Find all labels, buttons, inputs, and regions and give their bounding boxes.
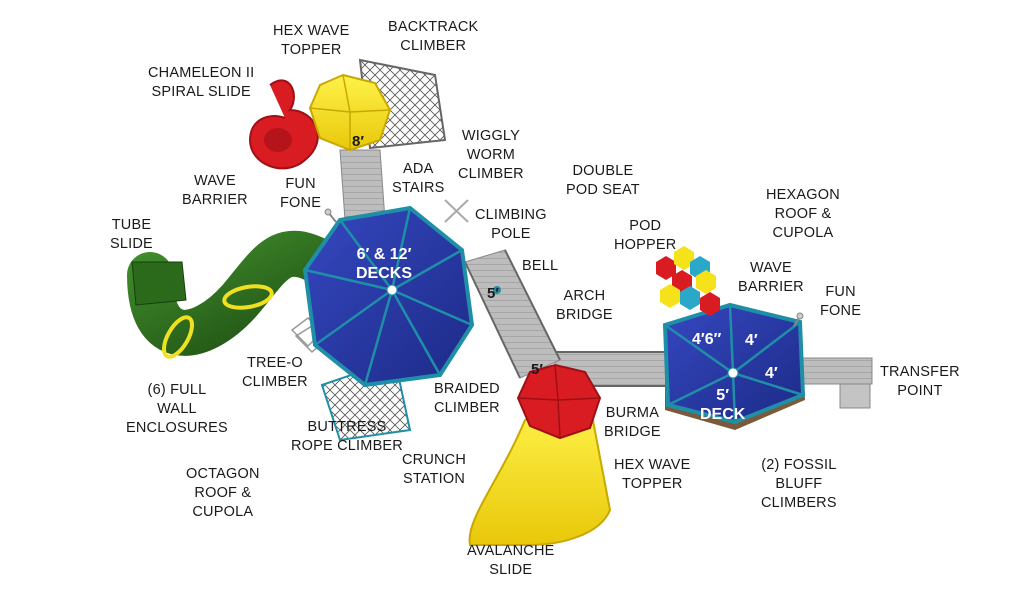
label-fun-fone-left: FUN FONE (280, 176, 322, 211)
deck-height-4ft-right: 4′ (765, 365, 778, 382)
deck-height-4ft6in: 4′6″ (692, 331, 722, 348)
label-burma-bridge: BURMA BRIDGE (604, 405, 661, 440)
label-avalanche-slide: AVALANCHE SLIDE (467, 543, 555, 578)
avalanche-slide (468, 403, 612, 546)
label-crunch-station: CRUNCH STATION (402, 452, 467, 487)
label-chameleon-spiral-slide: CHAMELEON II SPIRAL SLIDE (148, 65, 255, 100)
deck-label-right: 5′ DECK (700, 387, 746, 423)
label-hex-wave-topper-bottom: HEX WAVE TOPPER (614, 457, 691, 492)
label-double-pod-seat: DOUBLE POD SEAT (566, 163, 640, 198)
label-wave-barrier-right: WAVE BARRIER (738, 260, 804, 295)
pod-hopper (656, 246, 720, 316)
label-buttress-rope-climber: BUTTRESS ROPE CLIMBER (291, 419, 403, 454)
wiggly-worm-climber-marker (444, 199, 469, 223)
label-wiggly-worm-climber: WIGGLY WORM CLIMBER (458, 128, 524, 182)
label-fossil-bluff-climbers: (2) FOSSIL BLUFF CLIMBERS (761, 457, 837, 511)
arch-bridge (464, 249, 561, 379)
label-tube-slide: TUBE SLIDE (110, 217, 153, 252)
height-5ft-slide: 5′ (531, 361, 543, 378)
label-backtrack-climber: BACKTRACK CLIMBER (388, 19, 479, 54)
fun-fone-left (324, 208, 337, 223)
ada-stairs (339, 149, 386, 221)
label-wave-barrier-left: WAVE BARRIER (182, 173, 248, 208)
label-transfer-point: TRANSFER POINT (880, 364, 960, 399)
tube-slide (127, 230, 343, 359)
label-braided-climber: BRAIDED CLIMBER (434, 381, 500, 416)
height-5ft-arch: 5′ (487, 285, 499, 302)
fun-fone-right (793, 312, 804, 327)
label-full-wall-enclosures: (6) FULL WALL ENCLOSURES (126, 382, 228, 436)
label-ada-stairs: ADA STAIRS (392, 161, 445, 196)
chameleon-spiral-slide (248, 79, 319, 170)
label-arch-bridge: ARCH BRIDGE (556, 288, 613, 323)
label-hexagon-roof-cupola: HEXAGON ROOF & CUPOLA (766, 187, 840, 241)
label-bell: BELL (522, 258, 559, 274)
height-8ft: 8′ (352, 133, 364, 150)
label-hex-wave-topper-top: HEX WAVE TOPPER (273, 23, 350, 58)
label-tree-o-climber: TREE-O CLIMBER (242, 355, 308, 390)
deck-height-4ft-top: 4′ (745, 332, 758, 349)
transfer-point-walkway (799, 357, 873, 409)
hexagon-deck (662, 302, 806, 430)
label-pod-hopper: POD HOPPER (614, 218, 677, 253)
hex-wave-topper-bottom (516, 363, 602, 440)
deck-label-left: 6′ & 12′ DECKS (356, 246, 413, 282)
bell (493, 286, 501, 294)
octagon-deck (302, 205, 475, 388)
label-octagon-roof-cupola: OCTAGON ROOF & CUPOLA (186, 466, 260, 520)
label-fun-fone-right: FUN FONE (820, 284, 862, 319)
label-climbing-pole: CLIMBING POLE (475, 207, 547, 242)
hex-wave-topper-top (308, 73, 392, 152)
